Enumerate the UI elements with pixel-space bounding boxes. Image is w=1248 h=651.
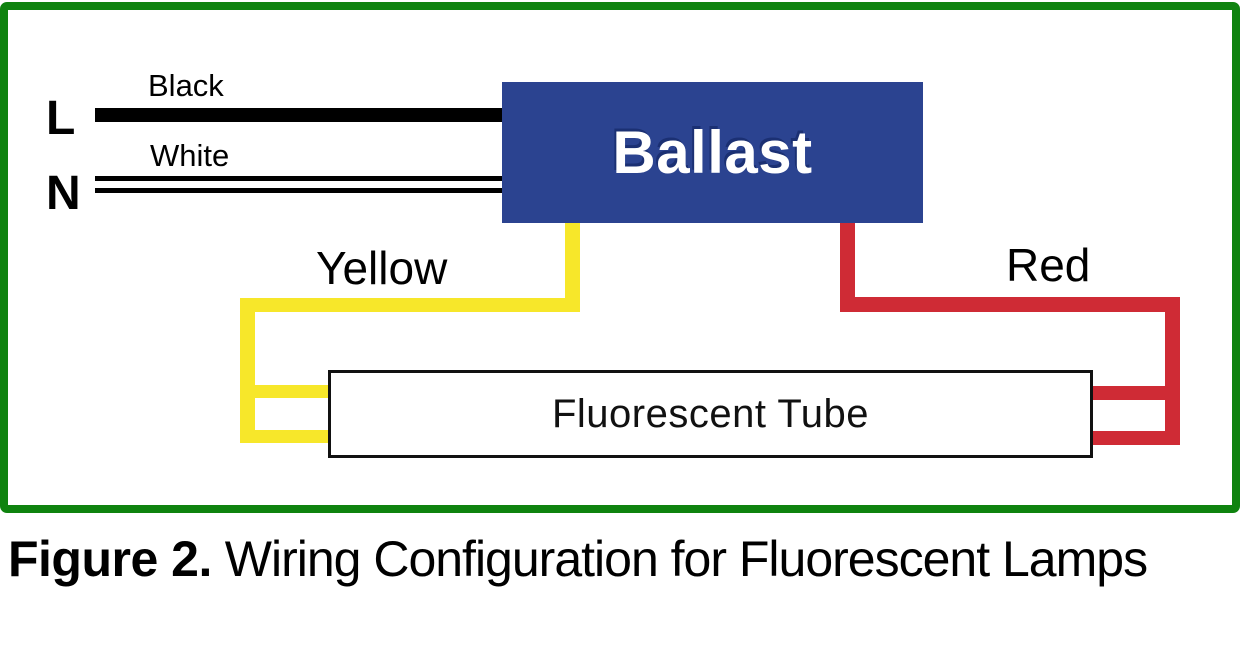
black-wire-label: Black xyxy=(148,68,224,103)
yellow-wire-drop xyxy=(565,220,580,312)
yellow-wire-pin-bottom xyxy=(253,430,332,443)
figure-caption-text: Wiring Configuration for Fluorescent Lam… xyxy=(211,531,1148,587)
fluorescent-tube-box: Fluorescent Tube xyxy=(328,370,1093,458)
fluorescent-tube-label: Fluorescent Tube xyxy=(551,391,870,436)
figure-caption-number: Figure 2. xyxy=(8,531,212,587)
red-wire-pin-bottom xyxy=(1092,431,1167,445)
red-wire-vertical xyxy=(1165,297,1180,445)
ballast-box: Ballast xyxy=(502,82,923,223)
red-wire-drop xyxy=(840,220,855,312)
yellow-wire-horizontal xyxy=(240,298,580,312)
figure-caption: Figure 2. Wiring Configuration for Fluor… xyxy=(8,531,1244,589)
red-wire-horizontal xyxy=(840,297,1180,312)
red-wire-label: Red xyxy=(1006,239,1091,291)
yellow-wire-label: Yellow xyxy=(316,242,448,294)
ballast-label: Ballast xyxy=(612,119,813,186)
yellow-wire-vertical xyxy=(240,298,255,443)
white-wire xyxy=(95,176,503,193)
yellow-wire-pin-top xyxy=(253,385,332,398)
red-wire-pin-top xyxy=(1092,386,1167,400)
black-wire xyxy=(95,108,503,122)
neutral-terminal-label: N xyxy=(46,167,81,220)
white-wire-label: White xyxy=(150,138,230,173)
line-terminal-label: L xyxy=(46,92,76,145)
